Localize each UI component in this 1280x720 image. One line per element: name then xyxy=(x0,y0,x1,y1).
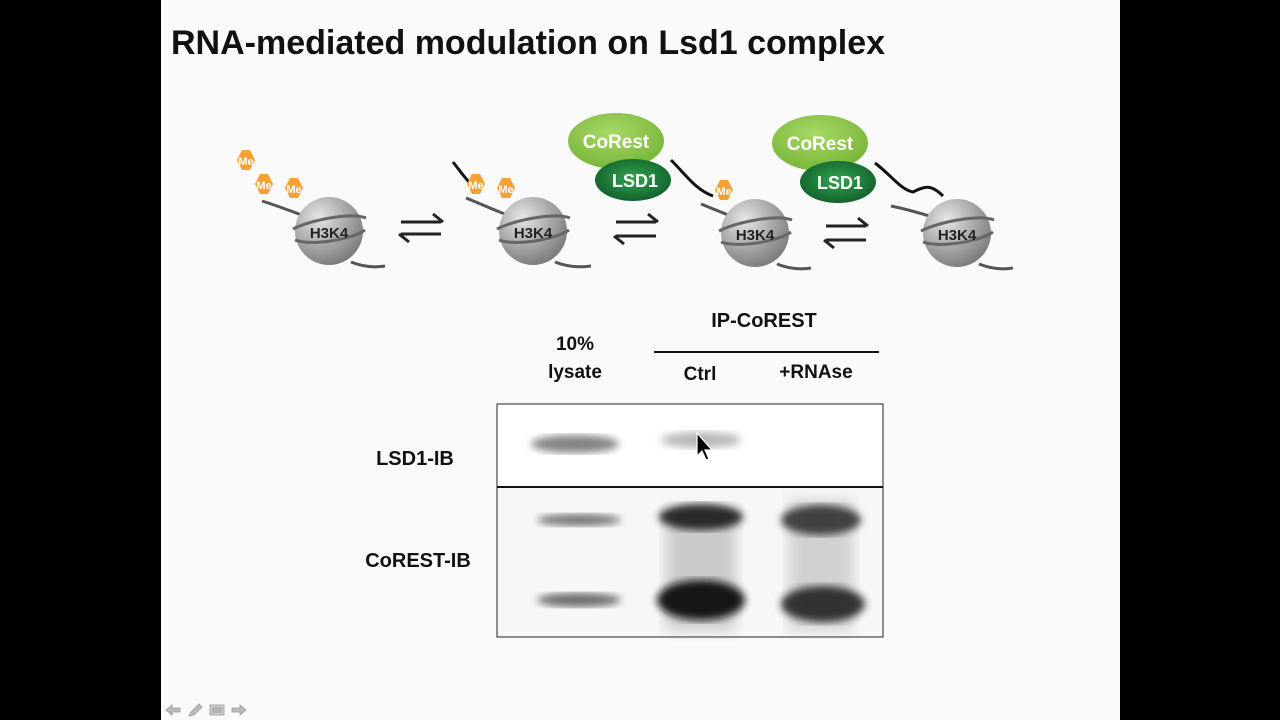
histone-label: H3K4 xyxy=(310,225,349,242)
corest-lsd1-complex-2: CoRest LSD1 xyxy=(772,115,876,203)
slide-title: RNA-mediated modulation on Lsd1 complex xyxy=(171,24,886,62)
svg-text:CoRest: CoRest xyxy=(583,132,650,153)
arrow-right-icon[interactable] xyxy=(229,702,248,718)
svg-text:Me: Me xyxy=(286,184,301,196)
svg-text:Me: Me xyxy=(468,180,483,192)
equilibrium-arrow-icon xyxy=(613,212,659,246)
svg-text:LSD1: LSD1 xyxy=(817,173,863,193)
nucleosome-1: H3K4 Me Me Me xyxy=(237,150,386,269)
slide: RNA-mediated modulation on Lsd1 complex xyxy=(161,0,1120,720)
svg-text:LSD1: LSD1 xyxy=(612,171,658,191)
methyl-group-3: Me xyxy=(285,178,303,198)
nucleosome-3: H3K4 Me xyxy=(669,158,812,271)
corest-lsd1-complex-1: CoRest LSD1 xyxy=(568,113,671,201)
lane-header-rnase: +RNAse xyxy=(779,362,853,383)
svg-text:Me: Me xyxy=(716,186,731,198)
band xyxy=(659,504,743,530)
lane-header-lysate-line2: lysate xyxy=(548,362,602,383)
band xyxy=(781,505,861,535)
menu-icon[interactable] xyxy=(207,702,226,718)
svg-text:CoRest: CoRest xyxy=(787,134,854,155)
slideshow-controls xyxy=(163,701,248,719)
pen-icon[interactable] xyxy=(185,702,204,718)
svg-text:Me: Me xyxy=(498,184,513,196)
band xyxy=(531,435,619,453)
methyl-group-5: Me xyxy=(497,178,515,198)
lane-header-lysate-line1: 10% xyxy=(555,334,595,355)
row-label-corest: CoREST-IB xyxy=(365,550,471,572)
equilibrium-arrow-icon xyxy=(823,216,869,250)
band xyxy=(537,514,621,526)
mouse-cursor-icon xyxy=(696,431,714,467)
row-label-lsd1: LSD1-IB xyxy=(376,448,454,470)
band xyxy=(657,580,745,620)
lane-header-ctrl: Ctrl xyxy=(683,364,717,385)
band xyxy=(781,586,865,622)
methyl-group-1: Me xyxy=(237,150,255,170)
western-blot xyxy=(496,403,884,638)
svg-text:H3K4: H3K4 xyxy=(736,227,775,244)
methyl-group-4: Me xyxy=(467,174,485,194)
equilibrium-arrow-icon xyxy=(398,212,444,244)
methyl-group-6: Me xyxy=(715,180,733,200)
svg-text:H3K4: H3K4 xyxy=(514,225,553,242)
mechanism-diagram: H3K4 Me Me Me xyxy=(237,113,1014,638)
band xyxy=(537,593,621,607)
svg-text:Me: Me xyxy=(256,180,271,192)
methyl-group-2: Me xyxy=(255,174,273,194)
lane-group-header: IP-CoREST xyxy=(711,310,817,332)
arrow-left-icon[interactable] xyxy=(163,702,182,718)
nucleosome-4: H3K4 xyxy=(874,161,1014,271)
svg-text:H3K4: H3K4 xyxy=(938,227,977,244)
nucleosome-2: H3K4 Me Me xyxy=(451,161,592,269)
svg-text:Me: Me xyxy=(238,156,253,168)
